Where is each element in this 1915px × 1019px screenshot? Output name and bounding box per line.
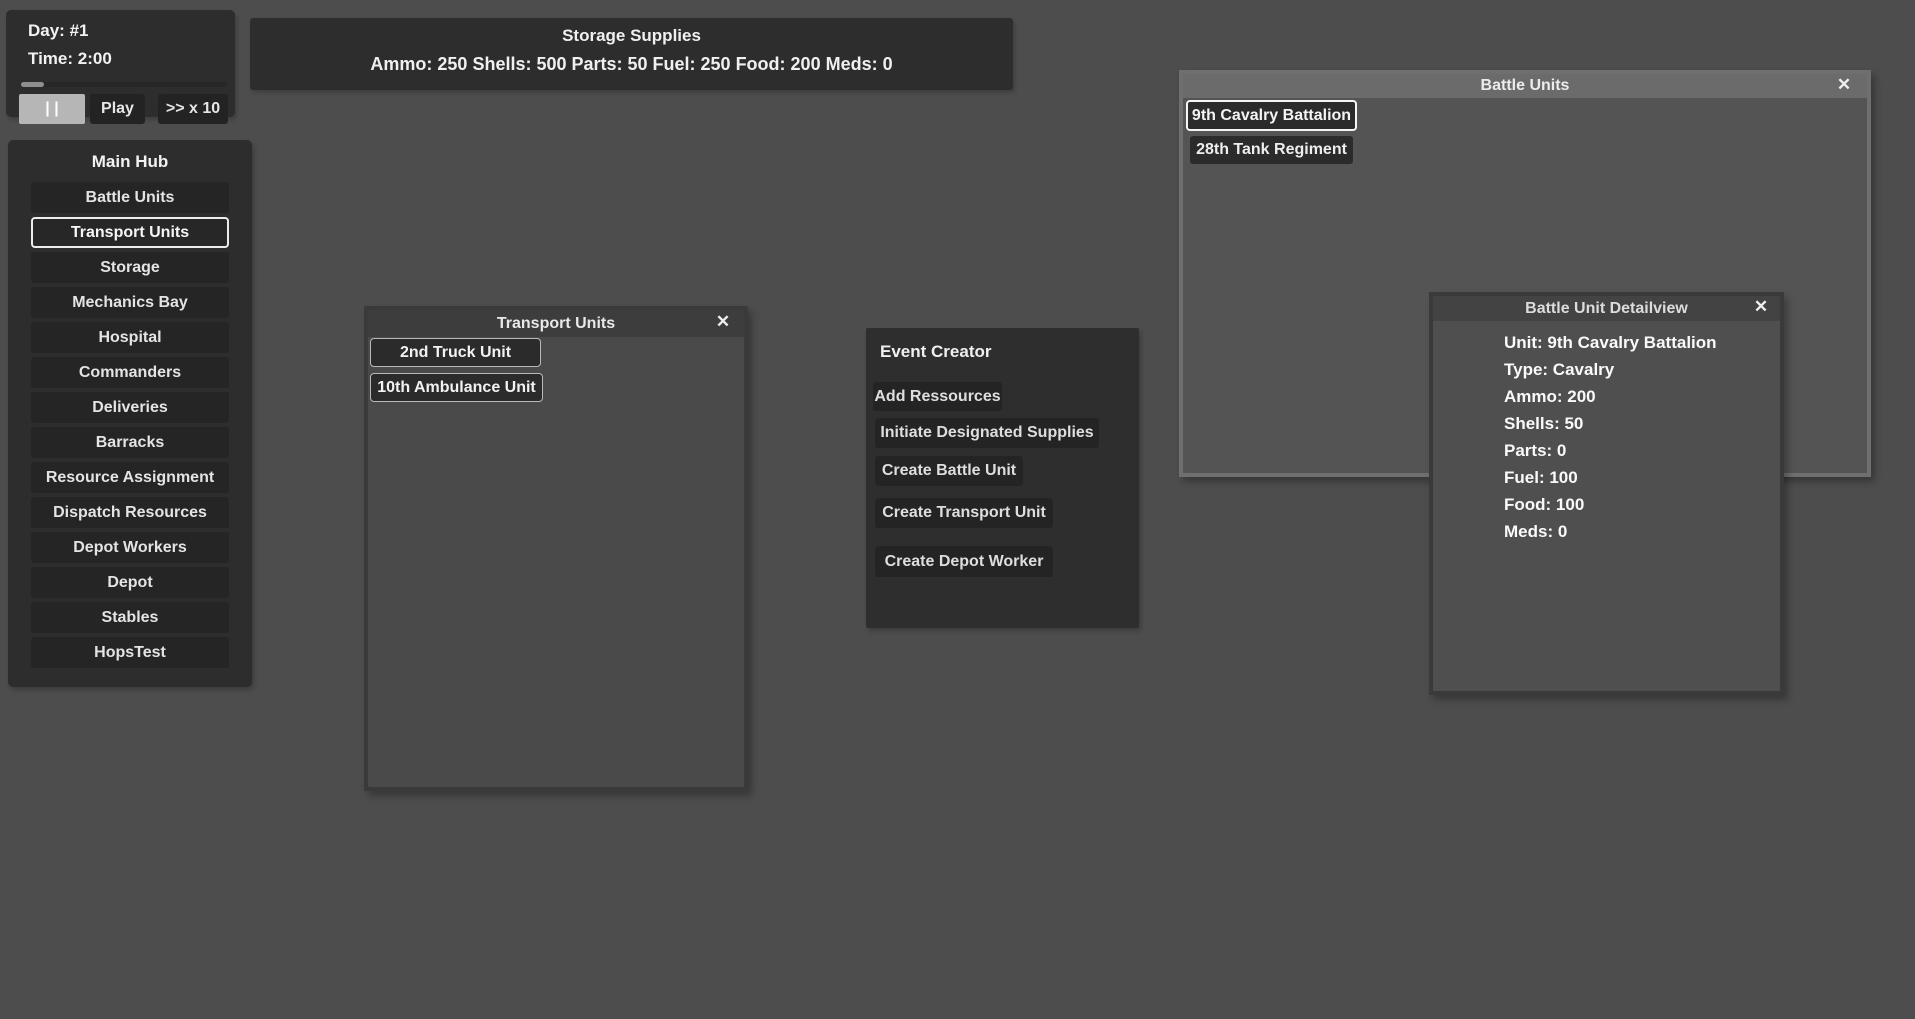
unit-button-2nd-truck[interactable]: 2nd Truck Unit <box>370 338 541 367</box>
close-button[interactable]: ✕ <box>712 311 734 333</box>
sidebar-item-mechanics-bay[interactable]: Mechanics Bay <box>31 287 229 318</box>
detail-line-meds: Meds: 0 <box>1504 522 1568 541</box>
storage-supplies-panel: Storage Supplies Ammo: 250 Shells: 500 P… <box>250 18 1013 90</box>
transport-units-window: Transport Units ✕ 2nd Truck Unit 10th Am… <box>364 306 748 791</box>
event-creator-panel: Event Creator Add Ressources Initiate De… <box>866 328 1139 628</box>
main-hub-panel: Main Hub Battle Units Transport Units St… <box>8 140 252 687</box>
day-label: Day: #1 <box>28 21 89 40</box>
close-icon: ✕ <box>715 312 731 331</box>
detail-line-ammo: Ammo: 200 <box>1504 387 1596 406</box>
sidebar-item-barracks[interactable]: Barracks <box>31 427 229 458</box>
main-hub-menu: Battle Units Transport Units Storage Mec… <box>8 182 252 668</box>
sidebar-item-stables[interactable]: Stables <box>31 602 229 633</box>
pause-icon: | | <box>45 100 59 117</box>
transport-units-titlebar[interactable]: Transport Units ✕ <box>368 310 744 337</box>
create-depot-worker-button[interactable]: Create Depot Worker <box>875 546 1053 577</box>
time-label: Time: 2:00 <box>28 49 112 68</box>
fast-forward-button[interactable]: >> x 10 <box>158 94 228 124</box>
clock-panel: Day: #1 Time: 2:00 | | Play >> x 10 <box>6 10 235 124</box>
detail-line-unit: Unit: 9th Cavalry Battalion <box>1504 333 1717 352</box>
play-button[interactable]: Play <box>90 94 145 124</box>
day-progress-bar <box>21 82 227 87</box>
initiate-designated-supplies-button[interactable]: Initiate Designated Supplies <box>875 418 1099 448</box>
event-creator-title: Event Creator <box>880 342 992 361</box>
sidebar-item-transport-units[interactable]: Transport Units <box>31 217 229 248</box>
unit-button-9th-cavalry[interactable]: 9th Cavalry Battalion <box>1186 100 1357 131</box>
detail-line-shells: Shells: 50 <box>1504 414 1584 433</box>
sidebar-item-depot-workers[interactable]: Depot Workers <box>31 532 229 563</box>
sidebar-item-storage[interactable]: Storage <box>31 252 229 283</box>
detail-line-type: Type: Cavalry <box>1504 360 1615 379</box>
sidebar-item-depot[interactable]: Depot <box>31 567 229 598</box>
close-icon: ✕ <box>1753 297 1769 316</box>
sidebar-item-hopstest[interactable]: HopsTest <box>31 637 229 668</box>
detail-line-food: Food: 100 <box>1504 495 1585 514</box>
sidebar-item-battle-units[interactable]: Battle Units <box>31 182 229 213</box>
unit-detail-list: Unit: 9th Cavalry Battalion Type: Cavalr… <box>1504 329 1717 545</box>
fast-forward-icon: >> x 10 <box>165 100 221 117</box>
battle-units-window-title: Battle Units <box>1480 77 1570 94</box>
add-ressources-button[interactable]: Add Ressources <box>873 382 1002 411</box>
detail-line-fuel: Fuel: 100 <box>1504 468 1578 487</box>
close-button[interactable]: ✕ <box>1833 74 1855 96</box>
storage-supplies-values: Ammo: 250 Shells: 500 Parts: 50 Fuel: 25… <box>370 54 893 74</box>
battle-unit-detailview-window: Battle Unit Detailview ✕ Unit: 9th Caval… <box>1429 292 1784 695</box>
battle-unit-detailview-title: Battle Unit Detailview <box>1525 300 1688 317</box>
close-button[interactable]: ✕ <box>1750 296 1772 318</box>
detail-line-parts: Parts: 0 <box>1504 441 1567 460</box>
battle-unit-detailview-titlebar[interactable]: Battle Unit Detailview ✕ <box>1433 296 1780 321</box>
main-hub-title: Main Hub <box>91 152 169 171</box>
storage-supplies-title: Storage Supplies <box>562 26 701 45</box>
sidebar-item-dispatch-resources[interactable]: Dispatch Resources <box>31 497 229 528</box>
battle-units-titlebar[interactable]: Battle Units ✕ <box>1183 74 1867 98</box>
pause-button[interactable]: | | <box>19 94 85 124</box>
unit-button-28th-tank[interactable]: 28th Tank Regiment <box>1190 136 1353 164</box>
sidebar-item-commanders[interactable]: Commanders <box>31 357 229 388</box>
sidebar-item-deliveries[interactable]: Deliveries <box>31 392 229 423</box>
create-transport-unit-button[interactable]: Create Transport Unit <box>875 498 1053 528</box>
transport-units-window-title: Transport Units <box>496 315 616 332</box>
close-icon: ✕ <box>1836 75 1852 94</box>
unit-button-10th-ambulance[interactable]: 10th Ambulance Unit <box>370 373 543 402</box>
sidebar-item-resource-assignment[interactable]: Resource Assignment <box>31 462 229 493</box>
day-progress-fill <box>21 82 44 87</box>
sidebar-item-hospital[interactable]: Hospital <box>31 322 229 353</box>
create-battle-unit-button[interactable]: Create Battle Unit <box>875 456 1023 486</box>
